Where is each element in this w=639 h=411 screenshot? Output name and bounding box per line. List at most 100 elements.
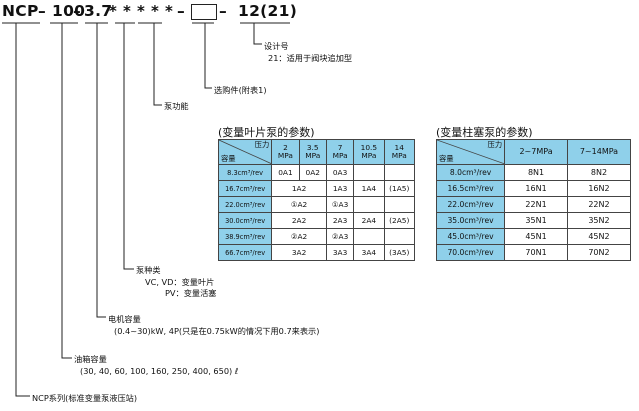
table-cell: 16N1 (504, 180, 568, 197)
corner-capacity-label: 容量 (439, 154, 454, 163)
table-row: 8.3cm³/rev 0A1 0A2 0A3 (217, 164, 416, 181)
piston-pump-table: 压力 容量 2~7MPa 7~14MPa 8.0cm³/rev 8N1 8N2 … (435, 139, 632, 261)
table-row: 38.9cm³/rev ②A2 ②A3 (217, 228, 416, 245)
table-cell: 45N1 (504, 228, 568, 245)
table-cell: 3A3 (325, 244, 355, 261)
piston-table-title: (变量柱塞泵的参数) (436, 126, 533, 139)
vane-table-title: (变量叶片泵的参数) (218, 126, 315, 139)
corner-diagonal (437, 140, 505, 164)
label-design-no: 设计号 (264, 41, 289, 51)
table-row: 70.0cm³/rev 70N1 70N2 (435, 244, 632, 261)
label-tank-note: (30, 40, 60, 100, 160, 250, 400, 650) ℓ (80, 366, 239, 376)
row-capacity: 70.0cm³/rev (435, 244, 506, 261)
row-capacity: 16.5cm³/rev (435, 180, 506, 197)
table-cell: 1A4 (353, 180, 385, 197)
code-star-3: * (137, 2, 145, 20)
table-cell: (3A5) (383, 244, 416, 261)
row-capacity: 38.9cm³/rev (217, 228, 273, 245)
table-cell: 2A3 (325, 212, 355, 229)
label-pump-type-title: 泵种类 (136, 265, 161, 275)
table-cell: 0A3 (325, 164, 355, 181)
label-pump-type-vc: VC, VD：变量叶片 (145, 277, 215, 287)
code-tank: 100 (52, 2, 86, 20)
table-cell: (2A5) (383, 212, 416, 229)
table-cell: 70N1 (504, 244, 568, 261)
table-cell: 8N1 (504, 164, 568, 181)
row-capacity: 8.0cm³/rev (435, 164, 506, 181)
table-cell: 16N2 (566, 180, 632, 197)
table-row: 22.0cm³/rev 22N1 22N2 (435, 196, 632, 213)
table-row: 45.0cm³/rev 45N1 45N2 (435, 228, 632, 245)
table-cell: 1A2 (271, 180, 327, 197)
leader-series (15, 23, 30, 397)
code-dash-3: – (177, 2, 186, 20)
code-star-5: * (165, 2, 173, 20)
table-row: 30.0cm³/rev 2A2 2A3 2A4 (2A5) (217, 212, 416, 229)
table-cell (383, 228, 416, 245)
row-capacity: 22.0cm³/rev (435, 196, 506, 213)
code-design: 12(21) (238, 2, 298, 20)
label-motor-title: 电机容量 (108, 314, 141, 324)
row-capacity: 35.0cm³/rev (435, 212, 506, 229)
label-series: NCP系列(标准变量泵液压站) (32, 393, 138, 403)
table-cell (353, 228, 385, 245)
table-cell (383, 164, 416, 181)
table-cell (353, 164, 385, 181)
label-pump-function: 泵功能 (164, 101, 189, 111)
label-pump-type-pv: PV：变量活塞 (165, 288, 217, 298)
code-star-2: * (123, 2, 131, 20)
leader-design (253, 23, 262, 45)
table-cell: 35N1 (504, 212, 568, 229)
table-row: 22.0cm³/rev ①A2 ①A3 (217, 196, 416, 213)
leader-tank (61, 23, 72, 359)
table-cell (383, 196, 416, 213)
code-option-box (191, 4, 217, 20)
row-capacity: 45.0cm³/rev (435, 228, 506, 245)
code-star-1: * (109, 2, 117, 20)
table-header-row: 压力 容量 2~7MPa 7~14MPa (435, 139, 632, 165)
table-cell: 22N2 (566, 196, 632, 213)
label-motor-note: (0.4~30)kW, 4P(只是在0.75kW的情况下用0.7来表示) (114, 326, 320, 336)
leader-motor (96, 23, 106, 318)
label-options: 选购件(附表1) (214, 85, 267, 95)
table-row: 35.0cm³/rev 35N1 35N2 (435, 212, 632, 229)
table-cell: 8N2 (566, 164, 632, 181)
label-design-note: 21：适用于阀块追加型 (268, 53, 353, 63)
table-corner-cell: 压力 容量 (435, 139, 506, 165)
code-dash-2: – (73, 2, 82, 20)
table-cell: 2A2 (271, 212, 327, 229)
table-row: 16.7cm³/rev 1A2 1A3 1A4 (1A5) (217, 180, 416, 197)
table-cell: ①A2 (271, 196, 327, 213)
corner-pressure-label: 压力 (487, 140, 503, 149)
code-prefix: NCP (2, 2, 39, 20)
table-row: 16.5cm³/rev 16N1 16N2 (435, 180, 632, 197)
table-cell: 1A3 (325, 180, 355, 197)
table-cell (353, 196, 385, 213)
corner-capacity-label: 容量 (221, 154, 236, 163)
table-row: 8.0cm³/rev 8N1 8N2 (435, 164, 632, 181)
table-cell: ①A3 (325, 196, 355, 213)
corner-diagonal (219, 140, 272, 164)
table-cell: ②A3 (325, 228, 355, 245)
table-cell: 70N2 (566, 244, 632, 261)
row-capacity: 22.0cm³/rev (217, 196, 273, 213)
row-capacity: 66.7cm³/rev (217, 244, 273, 261)
table-cell: 3A4 (353, 244, 385, 261)
table-corner-cell: 压力 容量 (217, 139, 273, 165)
table-cell: 22N1 (504, 196, 568, 213)
code-star-4: * (151, 2, 159, 20)
table-cell: 2A4 (353, 212, 385, 229)
row-capacity: 30.0cm³/rev (217, 212, 273, 229)
table-cell: 35N2 (566, 212, 632, 229)
column-header: 2~7MPa (504, 139, 568, 165)
table-cell: (1A5) (383, 180, 416, 197)
code-dash-4: – (219, 2, 228, 20)
leader-pump-function (153, 23, 162, 106)
